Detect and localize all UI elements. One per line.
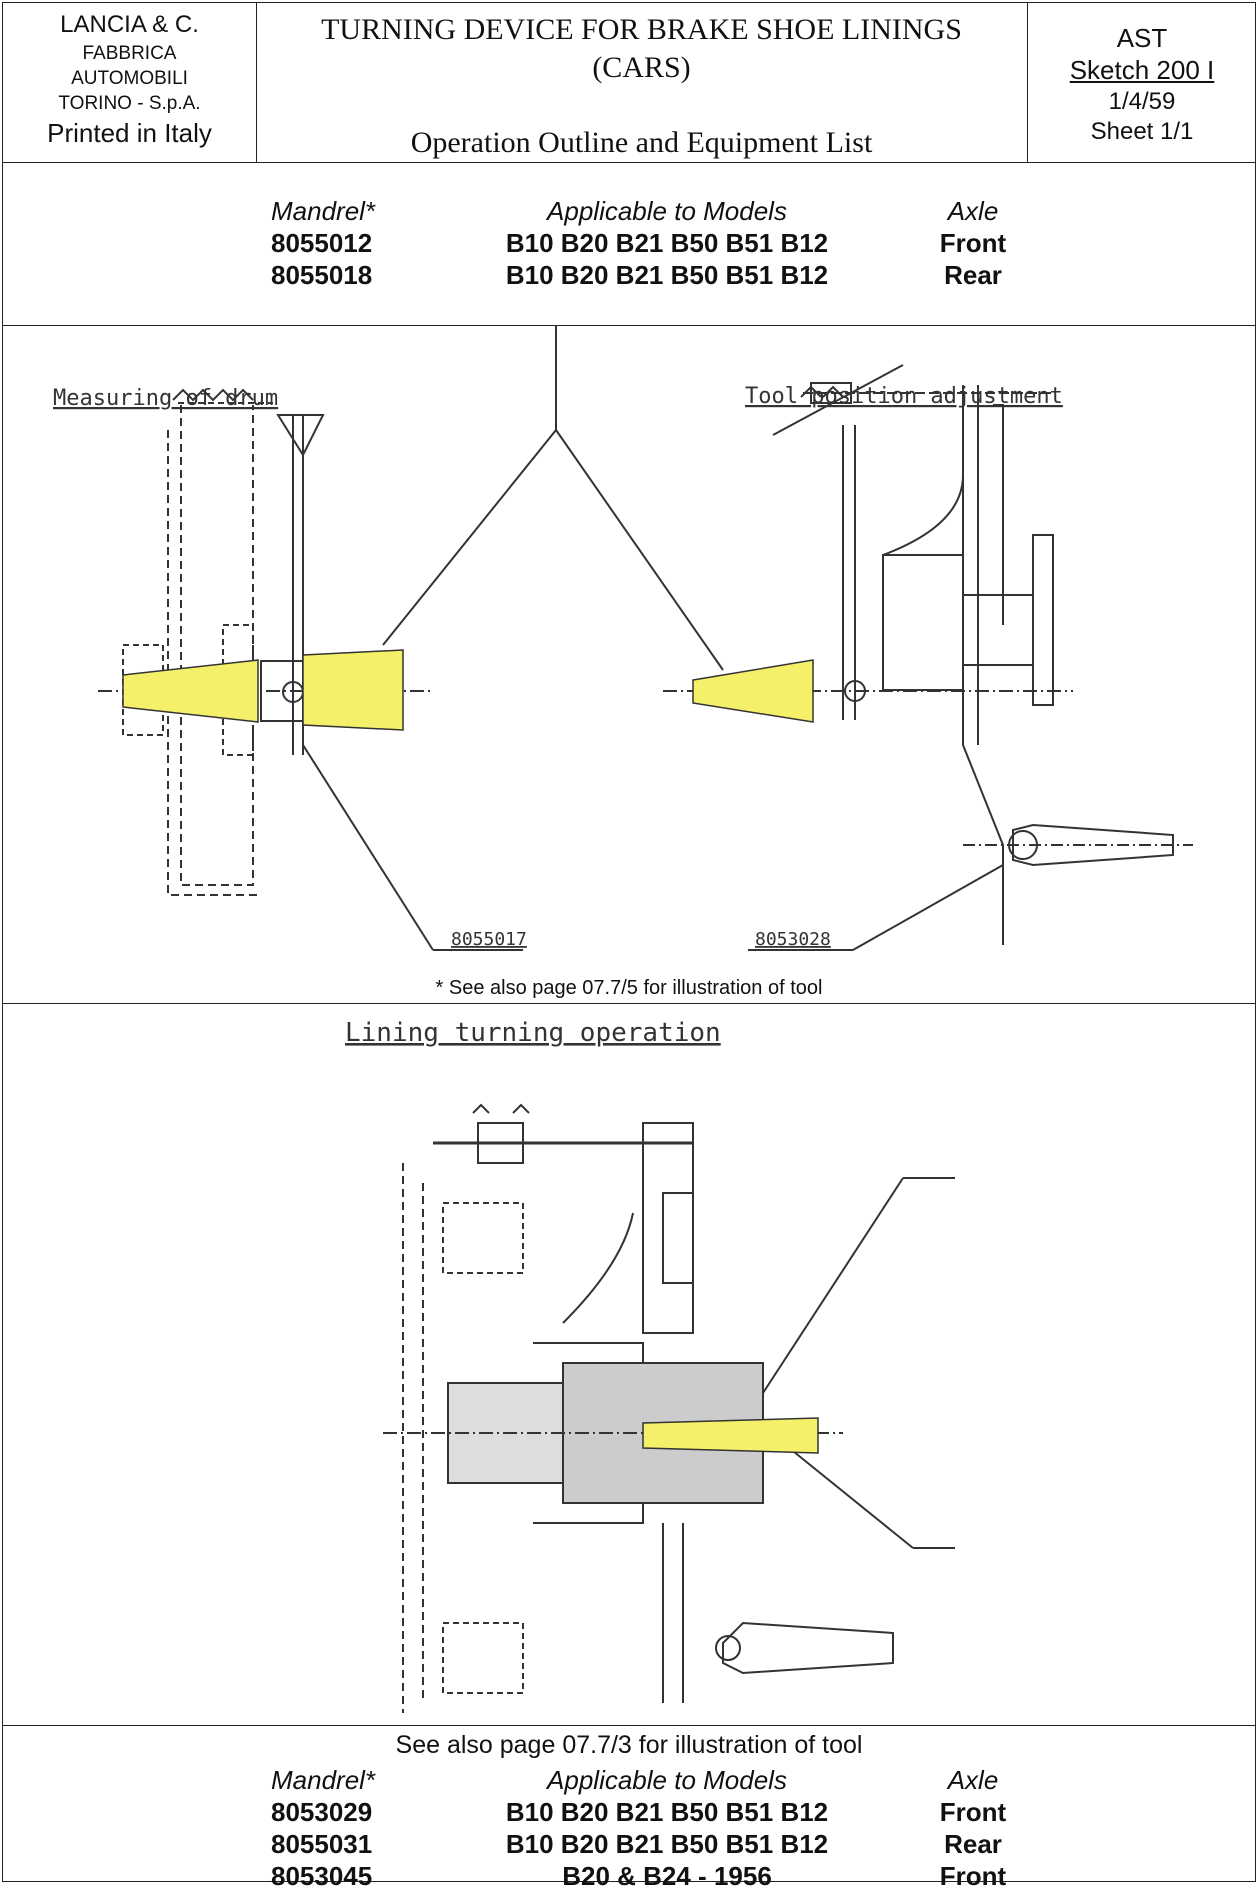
cell-mandrel: 8055012: [271, 228, 373, 258]
table-row: 8055012 B10 B20 B21 B50 B51 B12 Front: [3, 228, 1255, 260]
cell-mandrel: 8055031: [271, 1829, 373, 1859]
handle-grip-bottom: [722, 1621, 894, 1675]
technical-drawing-top: Measuring of drum Tool position adjustme…: [53, 325, 1193, 951]
mandrel-table-bottom: See also page 07.7/3 for illustration of…: [3, 1725, 1255, 1891]
label-measuring-drum: Measuring of drum: [53, 386, 278, 411]
part-number-left: 8055017: [451, 929, 527, 950]
printed-in: Printed in Italy: [47, 118, 212, 148]
cell-models: B10 B20 B21 B50 B51 B12: [505, 260, 829, 290]
header-axle: Axle: [947, 1765, 999, 1795]
sketch-ref: Sketch 200 I: [1069, 55, 1215, 85]
table-header: Mandrel* Applicable to Models Axle: [3, 196, 1255, 228]
company-line-4: TORINO - S.p.A.: [58, 93, 201, 114]
company-line-2: FABBRICA: [82, 43, 177, 64]
figure-top: Measuring of drum Tool position adjustme…: [3, 325, 1255, 1004]
table-row: 8053029 B10 B20 B21 B50 B51 B12 Front: [3, 1797, 1255, 1829]
handle-grip: [1012, 823, 1174, 867]
mandrel-highlight-right: [692, 659, 814, 723]
table-row: 8053045 B20 & B24 - 1956 Front: [3, 1861, 1255, 1893]
technical-drawing-bottom: Lining turning operation: [345, 1018, 955, 1713]
drum-outline-left: [167, 430, 261, 896]
mandrel-highlight-left: [122, 649, 404, 731]
company-line-3: AUTOMOBILI: [71, 68, 188, 89]
label-lining-turning: Lining turning operation: [345, 1018, 721, 1048]
doc-subtitle: Operation Outline and Equipment List: [410, 126, 873, 159]
company-name: LANCIA & C.: [60, 11, 199, 38]
mandrel-highlight-bottom: [642, 1417, 819, 1454]
cell-axle: Front: [939, 1797, 1007, 1827]
table-row: 8055031 B10 B20 B21 B50 B51 B12 Rear: [3, 1829, 1255, 1861]
cell-axle: Front: [939, 1861, 1007, 1891]
drum-teeth: [172, 388, 254, 402]
footnote-bottom: See also page 07.7/3 for illustration of…: [395, 1731, 863, 1759]
sheet-number: Sheet 1/1: [1090, 118, 1194, 145]
ref-code: AST: [1116, 23, 1168, 53]
header-models: Applicable to Models: [547, 196, 787, 226]
header-axle: Axle: [947, 196, 999, 226]
table-row: 8055018 B10 B20 B21 B50 B51 B12 Rear: [3, 260, 1255, 292]
header-mandrel: Mandrel*: [271, 1765, 376, 1795]
label-tool-position: Tool position adjustment: [745, 384, 1063, 409]
drum-outline-inner: [180, 405, 254, 886]
header-block: LANCIA & C. FABBRICA AUTOMOBILI TORINO -…: [3, 3, 1255, 163]
cell-axle: Rear: [944, 1829, 1002, 1859]
header-models: Applicable to Models: [547, 1765, 787, 1795]
reference-cell: AST Sketch 200 I 1/4/59 Sheet 1/1: [1027, 3, 1257, 162]
part-number-right: 8053028: [755, 929, 831, 950]
doc-date: 1/4/59: [1108, 88, 1176, 115]
cell-models: B20 & B24 - 1956: [562, 1861, 772, 1891]
cell-axle: Front: [939, 228, 1007, 258]
table-header: Mandrel* Applicable to Models Axle: [3, 1765, 1255, 1797]
cell-models: B10 B20 B21 B50 B51 B12: [505, 1797, 829, 1827]
title-cell: TURNING DEVICE FOR BRAKE SHOE LININGS (C…: [256, 3, 1028, 162]
footnote-top: * See also page 07.7/5 for illustration …: [435, 977, 823, 999]
doc-title-2: (CARS): [592, 51, 691, 84]
figure-bottom: Lining turning operation: [3, 1003, 1255, 1726]
cell-axle: Rear: [944, 260, 1002, 290]
cell-models: B10 B20 B21 B50 B51 B12: [505, 228, 829, 258]
company-cell: LANCIA & C. FABBRICA AUTOMOBILI TORINO -…: [3, 3, 257, 162]
cell-mandrel: 8053029: [271, 1797, 373, 1827]
mandrel-table-top: Mandrel* Applicable to Models Axle 80550…: [3, 162, 1255, 326]
header-mandrel: Mandrel*: [271, 196, 376, 226]
doc-title: TURNING DEVICE FOR BRAKE SHOE LININGS: [321, 13, 962, 46]
cell-mandrel: 8055018: [271, 260, 373, 290]
cell-models: B10 B20 B21 B50 B51 B12: [505, 1829, 829, 1859]
